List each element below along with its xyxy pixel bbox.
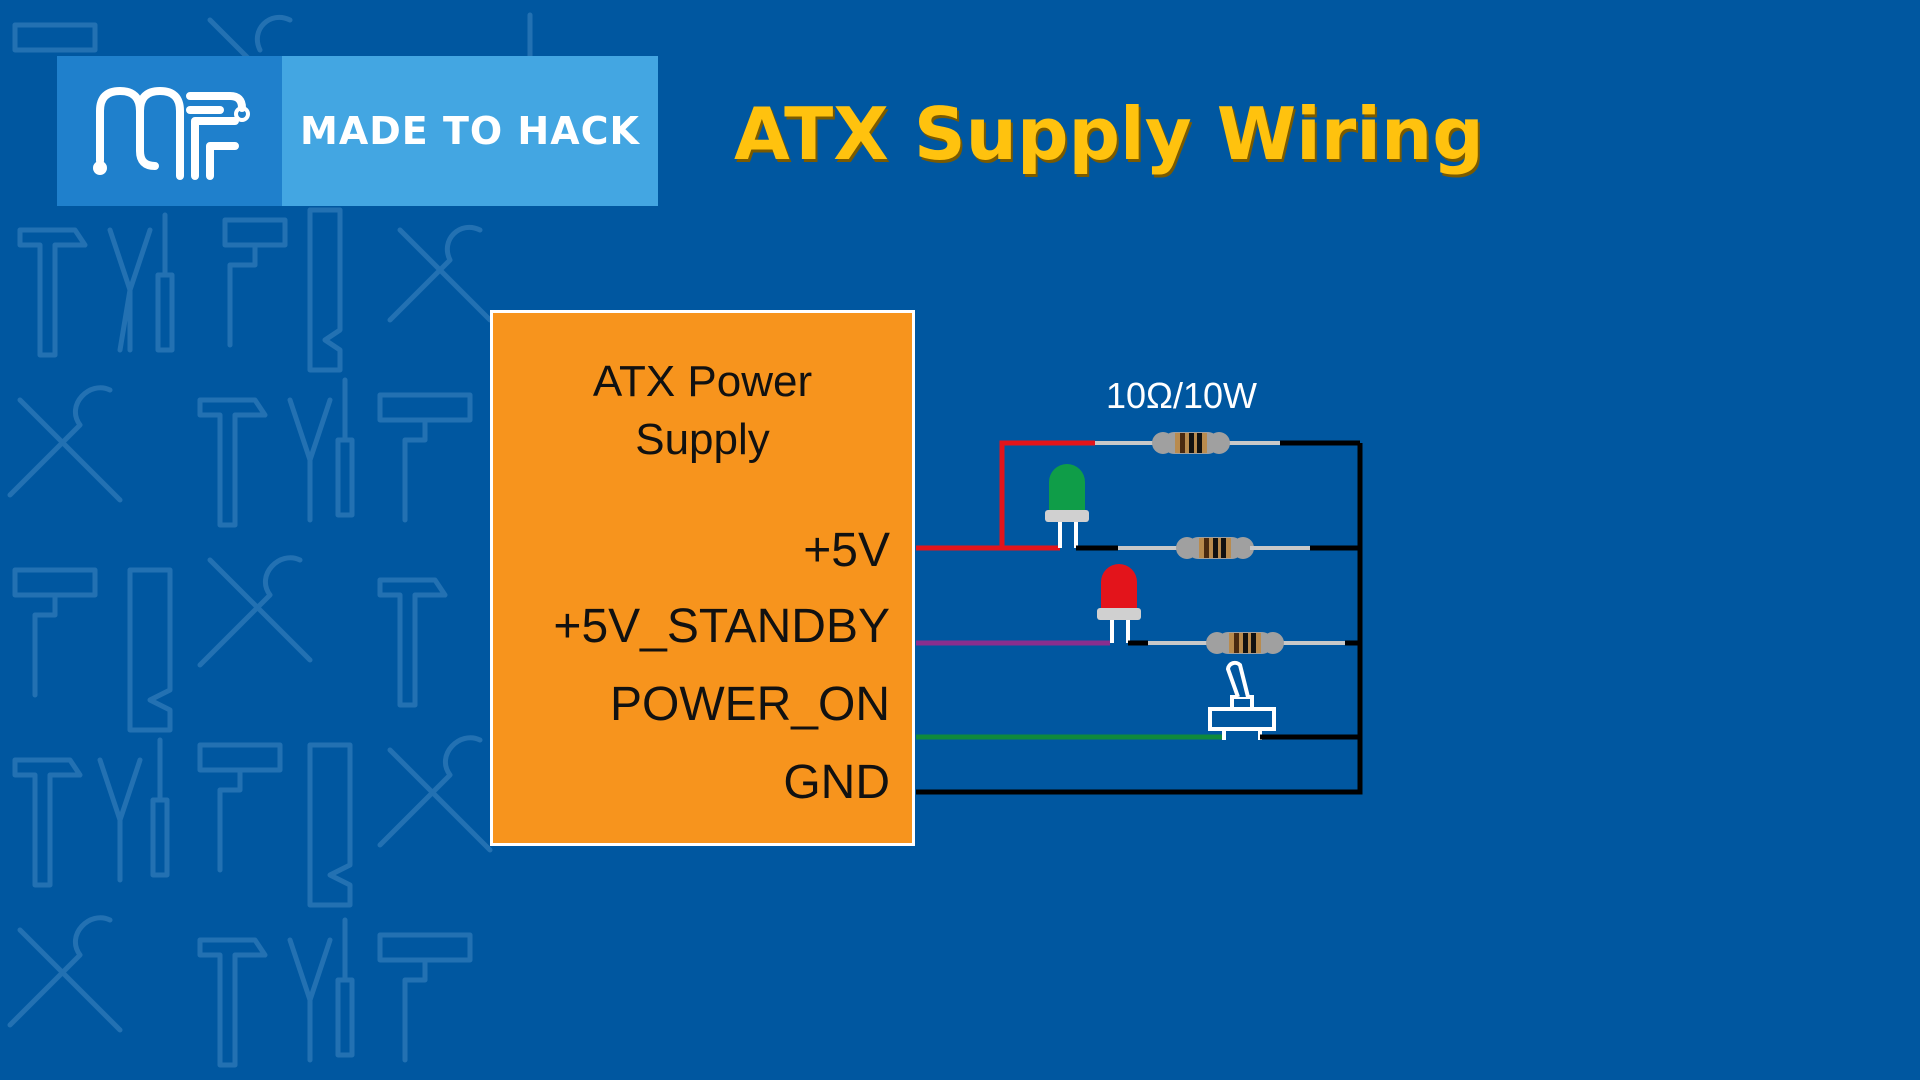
saw-icon [307, 742, 353, 908]
wire-5v [916, 440, 1095, 551]
saw-icon [127, 567, 173, 733]
paint-roller-icon [377, 932, 473, 1063]
pin-label-gnd: GND [783, 756, 890, 809]
hammer-icon [197, 397, 268, 528]
hammer-icon [377, 577, 448, 708]
green-led-icon [1045, 464, 1089, 548]
red-led-resistor [1203, 630, 1287, 656]
screwdriver-icon [335, 377, 355, 518]
brand-logo: MADE TO HACK [57, 56, 658, 206]
paint-roller-icon [222, 217, 288, 348]
paint-roller-icon [377, 392, 473, 523]
wrench-icon [197, 555, 313, 668]
toggle-switch-icon [1208, 660, 1276, 740]
saw-icon [307, 207, 343, 373]
pliers-icon [97, 757, 143, 883]
paint-roller-icon [12, 567, 98, 698]
red-led-icon [1097, 564, 1141, 643]
load-resistor [1149, 430, 1233, 456]
pliers-icon [287, 397, 333, 523]
load-resistor-label: 10Ω/10W [1106, 375, 1257, 416]
wrench-icon [7, 385, 123, 503]
psu-title-line-1: ATX Power [592, 357, 813, 406]
pin-label-5v-standby: +5V_STANDBY [553, 600, 890, 653]
screwdriver-icon [335, 917, 355, 1058]
pliers-icon [287, 937, 333, 1063]
hammer-icon [17, 227, 88, 358]
wrench-icon [377, 735, 493, 853]
screwdriver-icon [155, 212, 175, 353]
hammer-icon [197, 937, 268, 1068]
tools-pattern-background [7, 12, 533, 1068]
brand-name: MADE TO HACK [282, 56, 658, 206]
pin-label-5v: +5V [803, 524, 890, 577]
green-led-resistor [1173, 535, 1257, 561]
psu-title: ATX Power Supply [493, 353, 912, 469]
wrench-icon [7, 915, 123, 1033]
paint-roller-icon [12, 22, 98, 53]
made-to-hack-logo-icon [57, 56, 282, 206]
pliers-icon [107, 227, 153, 353]
wrench-icon [387, 224, 493, 323]
screwdriver-icon [150, 737, 170, 878]
atx-power-supply-block: ATX Power Supply +5V +5V_STANDBY POWER_O… [490, 310, 915, 846]
wire-gnd [916, 443, 1363, 795]
page-title: ATX Supply Wiring [734, 92, 1484, 176]
hammer-icon [12, 757, 83, 888]
paint-roller-icon [197, 742, 283, 873]
psu-title-line-2: Supply [635, 415, 770, 464]
pin-label-power-on: POWER_ON [609, 678, 890, 731]
